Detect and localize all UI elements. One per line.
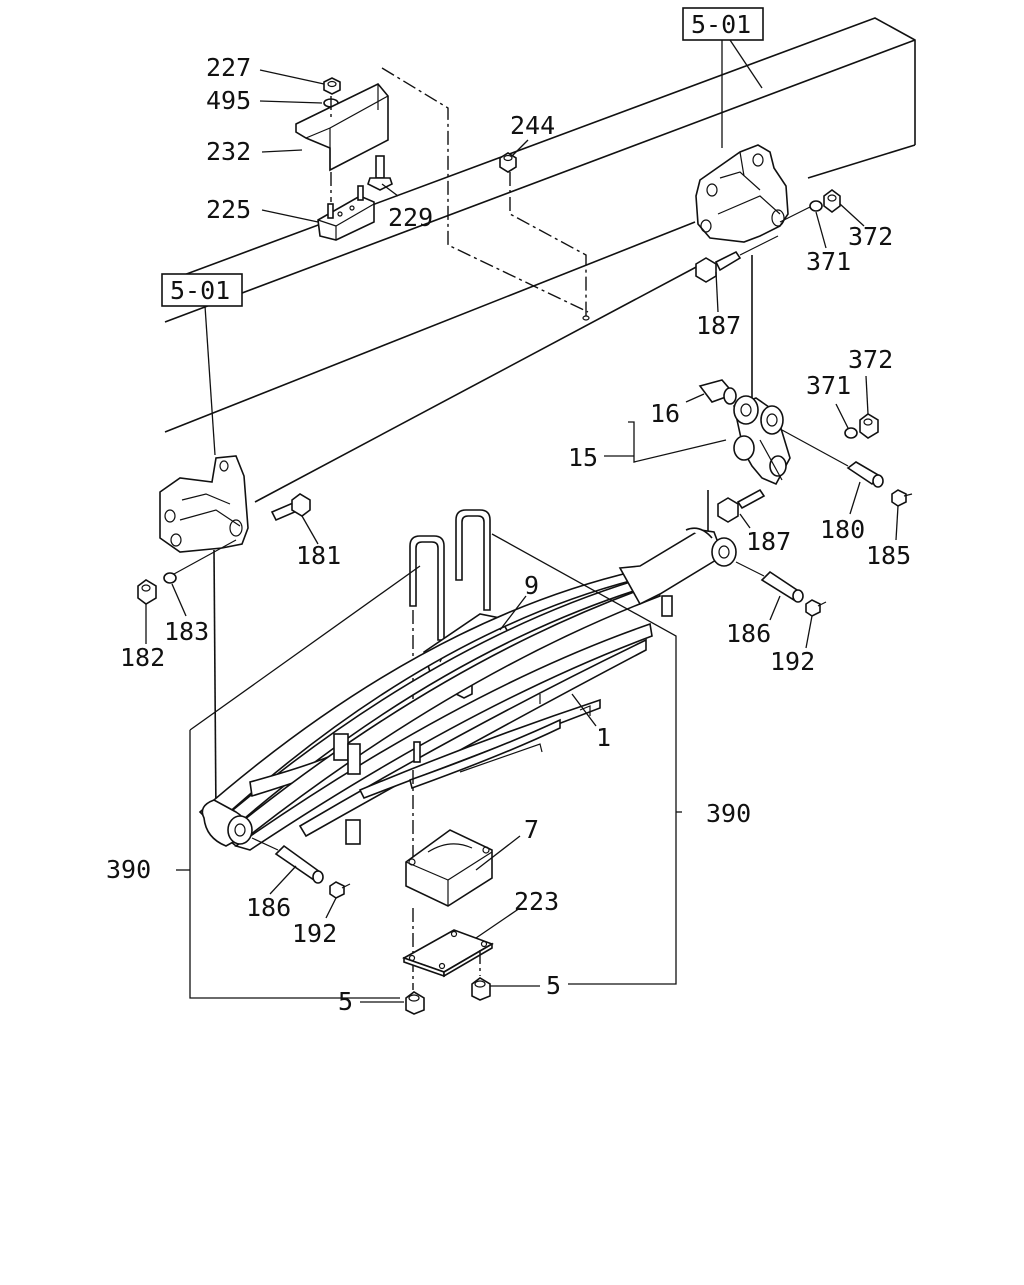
- label-225[interactable]: 225: [206, 195, 251, 224]
- washer-371-icon: [809, 200, 823, 212]
- leader-lines: [145, 69, 899, 939]
- label-372b[interactable]: 372: [848, 345, 893, 374]
- nut-5b-icon: [471, 977, 491, 1001]
- bracket-232-icon: [295, 83, 389, 172]
- nut-372b-icon: [859, 413, 879, 439]
- label-9[interactable]: 9: [524, 571, 539, 600]
- bolt-181-icon: [270, 493, 311, 522]
- label-16[interactable]: 16: [650, 399, 680, 428]
- label-232[interactable]: 232: [206, 137, 251, 166]
- svg-text:5-01: 5-01: [170, 276, 230, 305]
- frame-rail: [164, 17, 916, 503]
- label-181[interactable]: 181: [296, 541, 341, 570]
- label-244[interactable]: 244: [510, 111, 555, 140]
- label-192a[interactable]: 192: [292, 919, 337, 948]
- nut-5a-icon: [405, 991, 425, 1015]
- nut-372-icon: [823, 189, 841, 213]
- label-372a[interactable]: 372: [848, 222, 893, 251]
- pin-186a-icon: [274, 844, 324, 884]
- label-186a[interactable]: 186: [246, 893, 291, 922]
- label-15[interactable]: 15: [568, 443, 598, 472]
- shackle-pin-16-icon: [698, 379, 737, 405]
- pad-225-icon: [317, 185, 375, 241]
- label-182[interactable]: 182: [120, 643, 165, 672]
- label-371a[interactable]: 371: [806, 247, 851, 276]
- label-229[interactable]: 229: [388, 203, 433, 232]
- pin-186b-icon: [760, 570, 804, 603]
- label-227[interactable]: 227: [206, 53, 251, 82]
- label-187b[interactable]: 187: [746, 527, 791, 556]
- pin-180-icon: [846, 461, 884, 488]
- leaf-spring-1: [198, 527, 737, 860]
- u-bolt-rear-icon: [455, 509, 491, 611]
- frame-ref-right[interactable]: 5-01: [682, 7, 764, 148]
- label-390-left[interactable]: 390: [106, 855, 151, 884]
- label-1[interactable]: 1: [596, 723, 611, 752]
- washer-371b-icon: [844, 427, 858, 439]
- grease-nipple-192b-icon: [805, 599, 827, 617]
- nut-182-icon: [137, 579, 157, 605]
- label-187a[interactable]: 187: [696, 311, 741, 340]
- label-223[interactable]: 223: [514, 887, 559, 916]
- label-371b[interactable]: 371: [806, 371, 851, 400]
- grease-nipple-192a-icon: [329, 881, 351, 899]
- shackle-15-icon: [733, 395, 791, 486]
- label-5-right[interactable]: 5: [546, 971, 561, 1000]
- bolt-229-icon: [367, 155, 393, 191]
- label-7[interactable]: 7: [524, 815, 539, 844]
- bolt-187b-icon: [717, 488, 766, 523]
- label-390-right[interactable]: 390: [706, 799, 751, 828]
- bolt-187-icon: [695, 235, 779, 283]
- plate-223-icon: [402, 929, 494, 978]
- label-185[interactable]: 185: [866, 541, 911, 570]
- frame-ref-left[interactable]: 5-01: [161, 273, 243, 456]
- right-hanger-bracket: [695, 144, 789, 243]
- washer-183-icon: [163, 572, 177, 584]
- label-180[interactable]: 180: [820, 515, 865, 544]
- svg-text:5-01: 5-01: [691, 10, 751, 39]
- label-5-left[interactable]: 5: [338, 987, 353, 1016]
- label-192b[interactable]: 192: [770, 647, 815, 676]
- left-hanger-bracket: [159, 455, 249, 553]
- grease-nipple-185-icon: [891, 489, 913, 507]
- label-495[interactable]: 495: [206, 86, 251, 115]
- label-186b[interactable]: 186: [726, 619, 771, 648]
- spring-seat-7-icon: [405, 829, 493, 907]
- top-bracket-assembly: [295, 67, 589, 313]
- nut-244-icon: [499, 152, 590, 321]
- label-183[interactable]: 183: [164, 617, 209, 646]
- nut-227-icon: [323, 77, 341, 95]
